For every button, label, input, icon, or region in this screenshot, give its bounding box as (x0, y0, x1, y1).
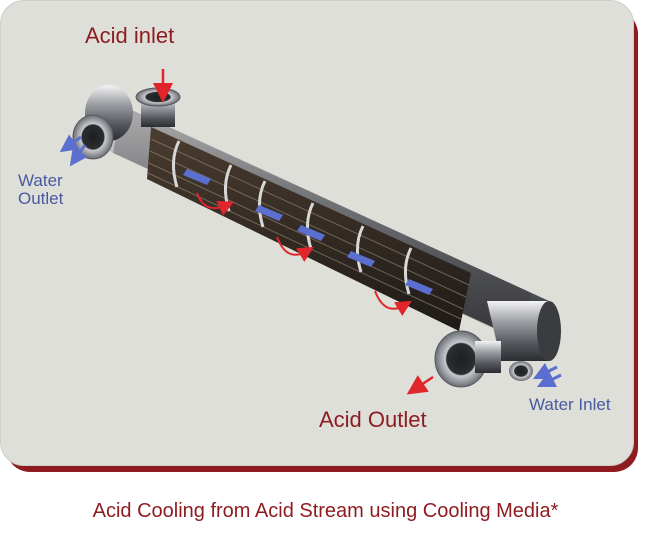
acid-outlet-arrow-icon (406, 375, 434, 395)
heat-exchanger-illustration (59, 69, 562, 395)
water-inlet-label: Water Inlet (529, 395, 611, 414)
coolant-flow-arrows (183, 169, 433, 295)
acid-baffle-flow-arrows (196, 192, 412, 316)
water-outlet-arrow-icon (59, 134, 88, 167)
acid-inlet-nozzle (135, 87, 181, 127)
right-head (487, 301, 561, 381)
water-outlet-label-line2: Outlet (18, 189, 64, 208)
figure-caption: Acid Cooling from Acid Stream using Cool… (92, 500, 559, 522)
acid-outlet-flange (434, 330, 501, 388)
diagram-card: Acid inlet Water Outlet Acid Outlet Wate… (0, 0, 634, 466)
water-inlet-arrow-icon (532, 362, 562, 388)
acid-outlet-label: Acid Outlet (319, 407, 427, 432)
acid-inlet-label: Acid inlet (85, 23, 175, 48)
water-outlet-label: Water Outlet (18, 172, 63, 208)
water-outlet-label-line1: Water (18, 171, 63, 190)
tube-bundle-cutaway (147, 127, 471, 331)
